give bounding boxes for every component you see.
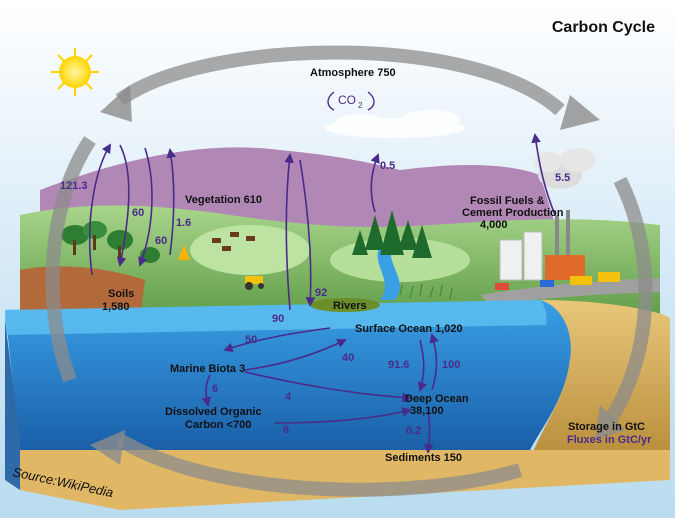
field xyxy=(190,225,310,275)
label-vegetation: Vegetation 610 xyxy=(185,194,262,206)
flux-6-a: 6 xyxy=(212,383,218,395)
label-fossil-1: Fossil Fuels & xyxy=(470,195,545,207)
flux-40: 40 xyxy=(342,352,354,364)
co2-arrow-left xyxy=(327,91,335,111)
legend-fluxes: Fluxes in GtC/yr xyxy=(567,434,652,446)
flux-90: 90 xyxy=(272,313,284,325)
road xyxy=(480,278,660,305)
flux-arrows xyxy=(88,133,556,454)
diagram-title: Carbon Cycle xyxy=(552,19,655,36)
flux-5-5: 5.5 xyxy=(555,172,570,184)
cloud-icon xyxy=(325,110,465,138)
vehicles-icon xyxy=(495,272,620,290)
label-deep-ocean-value: 38,100 xyxy=(410,405,444,417)
factory-icon xyxy=(499,148,596,281)
label-fossil-2: Cement Production xyxy=(462,207,564,219)
tractor-icon xyxy=(245,276,264,290)
flux-121: 121.3 xyxy=(60,180,88,192)
co2-text: CO xyxy=(338,93,356,107)
cycle-arrowheads xyxy=(90,85,625,465)
flux-1-6: 1.6 xyxy=(176,217,191,229)
flux-4: 4 xyxy=(285,391,292,403)
wetland-icon xyxy=(399,283,453,300)
label-soils-value: 1,580 xyxy=(102,301,130,313)
label-marine-biota: Marine Biota 3 xyxy=(170,363,245,375)
label-soils: Soils xyxy=(108,288,134,300)
legend-storage: Storage in GtC xyxy=(568,421,645,433)
flux-100: 100 xyxy=(442,359,460,371)
forest-icon xyxy=(61,221,160,263)
flux-6-b: 6 xyxy=(283,424,289,436)
co2-arrow-right xyxy=(367,91,375,111)
label-deep-ocean: Deep Ocean xyxy=(405,393,469,405)
label-doc-2: Carbon <700 xyxy=(185,419,251,431)
flux-0-5: 0.5 xyxy=(380,160,395,172)
ocean-side-wall xyxy=(5,320,20,490)
label-fossil-value: 4,000 xyxy=(480,219,508,231)
flux-60-a: 60 xyxy=(132,207,144,219)
flux-92: 92 xyxy=(315,287,327,299)
surface-ocean-band xyxy=(5,300,547,335)
label-sediments: Sediments 150 xyxy=(385,452,462,464)
label-surface-ocean: Surface Ocean 1,020 xyxy=(355,323,463,335)
river xyxy=(377,245,400,300)
flux-60-b: 60 xyxy=(155,235,167,247)
label-doc-1: Dissolved Organic xyxy=(165,406,262,418)
cattle-icon xyxy=(212,232,255,251)
flux-50: 50 xyxy=(245,334,257,346)
sun-icon xyxy=(51,48,99,96)
co2-subscript: 2 xyxy=(358,101,363,110)
conifer-forest-icon xyxy=(352,210,432,258)
label-rivers: Rivers xyxy=(333,300,367,312)
flux-91-6: 91.6 xyxy=(388,359,409,371)
rivers-island xyxy=(310,298,380,312)
flux-0-2: 0.2 xyxy=(406,425,421,437)
fire-icon xyxy=(178,245,190,260)
label-atmosphere: Atmosphere 750 xyxy=(310,67,396,79)
ocean xyxy=(5,300,571,450)
co2-label: CO 2 xyxy=(327,91,375,111)
cycle-arrows xyxy=(45,45,653,497)
